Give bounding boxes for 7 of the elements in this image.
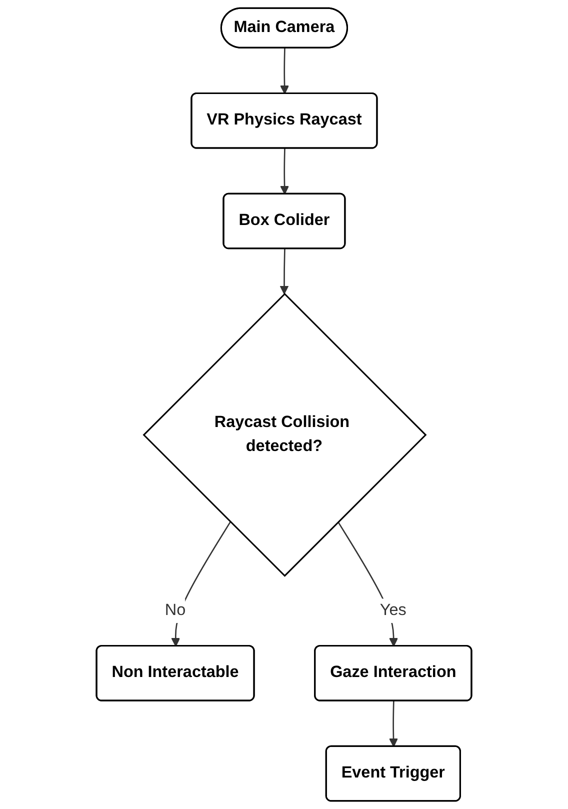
- node-diamond: Raycast Collision detected?: [142, 292, 427, 577]
- arrow: [389, 701, 398, 748]
- edge-label: No: [164, 602, 186, 619]
- arrow: [280, 248, 289, 294]
- arrow: [280, 48, 289, 94]
- arrow: [280, 148, 289, 195]
- edge-label: Yes: [380, 602, 406, 619]
